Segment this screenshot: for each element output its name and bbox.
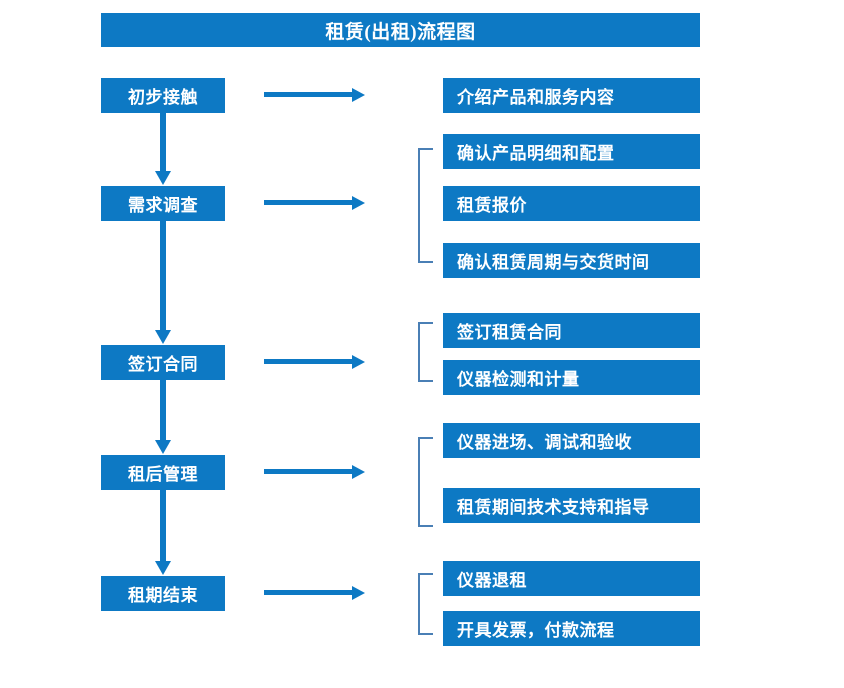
detail-box-sign-lease-contract[interactable]: 签订租赁合同 xyxy=(443,313,700,348)
group-bracket-lease-end xyxy=(418,573,433,635)
stage-box-demand-survey[interactable]: 需求调查 xyxy=(101,186,225,221)
page-title: 租赁(出租)流程图 xyxy=(101,13,700,47)
detail-box-instrument-return[interactable]: 仪器退租 xyxy=(443,561,700,596)
detail-box-confirm-lease-period[interactable]: 确认租赁周期与交货时间 xyxy=(443,243,700,278)
detail-box-instrument-testing[interactable]: 仪器检测和计量 xyxy=(443,360,700,395)
group-bracket-demand-survey xyxy=(418,148,433,263)
detail-box-introduce-products[interactable]: 介绍产品和服务内容 xyxy=(443,78,700,113)
horizontal-arrow-2 xyxy=(264,194,366,212)
horizontal-arrow-3 xyxy=(264,353,366,371)
detail-box-confirm-product-details[interactable]: 确认产品明细和配置 xyxy=(443,134,700,169)
stage-box-initial-contact[interactable]: 初步接触 xyxy=(101,78,225,113)
stage-box-post-rental-management[interactable]: 租后管理 xyxy=(101,455,225,490)
group-bracket-sign-contract xyxy=(418,322,433,382)
detail-box-instrument-entry-commissioning[interactable]: 仪器进场、调试和验收 xyxy=(443,423,700,458)
horizontal-arrow-1 xyxy=(264,86,366,104)
detail-box-rental-quotation[interactable]: 租赁报价 xyxy=(443,186,700,221)
stage-box-lease-end[interactable]: 租期结束 xyxy=(101,576,225,611)
vertical-arrow-2 xyxy=(154,221,172,345)
group-bracket-post-rental xyxy=(418,437,433,527)
horizontal-arrow-4 xyxy=(264,463,366,481)
detail-box-invoice-payment[interactable]: 开具发票，付款流程 xyxy=(443,611,700,646)
vertical-arrow-4 xyxy=(154,490,172,576)
horizontal-arrow-5 xyxy=(264,584,366,602)
vertical-arrow-3 xyxy=(154,380,172,455)
stage-box-sign-contract[interactable]: 签订合同 xyxy=(101,345,225,380)
detail-box-technical-support[interactable]: 租赁期间技术支持和指导 xyxy=(443,488,700,523)
vertical-arrow-1 xyxy=(154,113,172,186)
